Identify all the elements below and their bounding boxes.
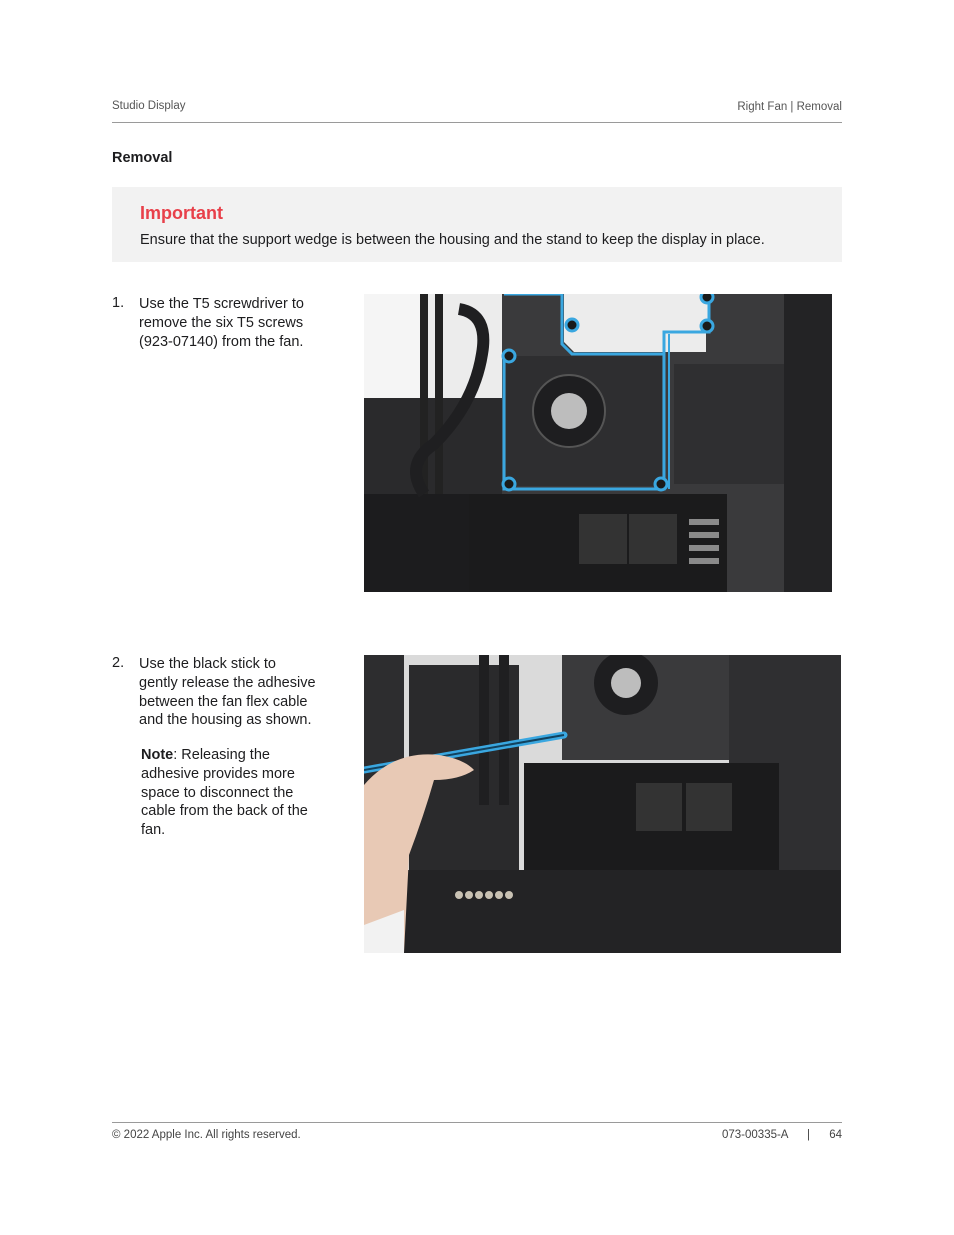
step-1-number: 1. [112, 295, 125, 311]
note-label: Note [141, 747, 174, 763]
note-line: adhesive provides more [141, 765, 295, 782]
hand [364, 754, 474, 953]
note-line: : Releasing the [173, 747, 270, 763]
callout-body: Ensure that the support wedge is between… [140, 232, 765, 248]
step-1-photo [364, 294, 832, 592]
screw-marker [653, 476, 669, 492]
footer-rule [112, 1122, 842, 1123]
header-rule [112, 122, 842, 123]
screw-marker [501, 348, 517, 364]
section-title: Removal [112, 150, 173, 166]
note-line: cable from the back of the [141, 803, 308, 820]
doc-number: 073-00335-A [721, 1129, 788, 1141]
step-2-photo [364, 655, 841, 953]
step-2-line: between the fan flex cable [139, 693, 308, 710]
step-2-line: gently release the adhesive [139, 674, 316, 691]
step-2-text: Use the black stick to gently release th… [139, 655, 334, 730]
step-1-text: Use the T5 screwdriver to remove the six… [139, 295, 334, 351]
screw-marker [501, 476, 517, 492]
footer-meta: 073-00335-A | 64 [722, 1129, 842, 1141]
screw-marker [699, 294, 715, 305]
step-1-line: Use the T5 screwdriver to [139, 296, 304, 312]
footer-separator: | [807, 1129, 811, 1141]
note-line: fan. [141, 822, 166, 839]
step-2-note: Note: Releasing the adhesive provides mo… [141, 746, 331, 840]
callout-title: Important [140, 203, 223, 223]
step-1-line: (923-07140) from the fan. [139, 333, 304, 350]
page-number: 64 [829, 1129, 842, 1141]
screw-marker [699, 318, 715, 334]
note-line: space to disconnect the [141, 784, 294, 801]
step-2-number: 2. [112, 655, 125, 671]
screw-marker [564, 317, 580, 333]
footer-copyright: © 2022 Apple Inc. All rights reserved. [112, 1129, 301, 1141]
header-section: Right Fan | Removal [737, 101, 842, 113]
step-2-line: and the housing as shown. [139, 712, 312, 729]
step-2-line: Use the black stick to [139, 656, 276, 672]
step-1-line: remove the six T5 screws [139, 314, 304, 331]
header-product: Studio Display [112, 100, 186, 112]
important-callout: Important Ensure that the support wedge … [112, 187, 842, 262]
